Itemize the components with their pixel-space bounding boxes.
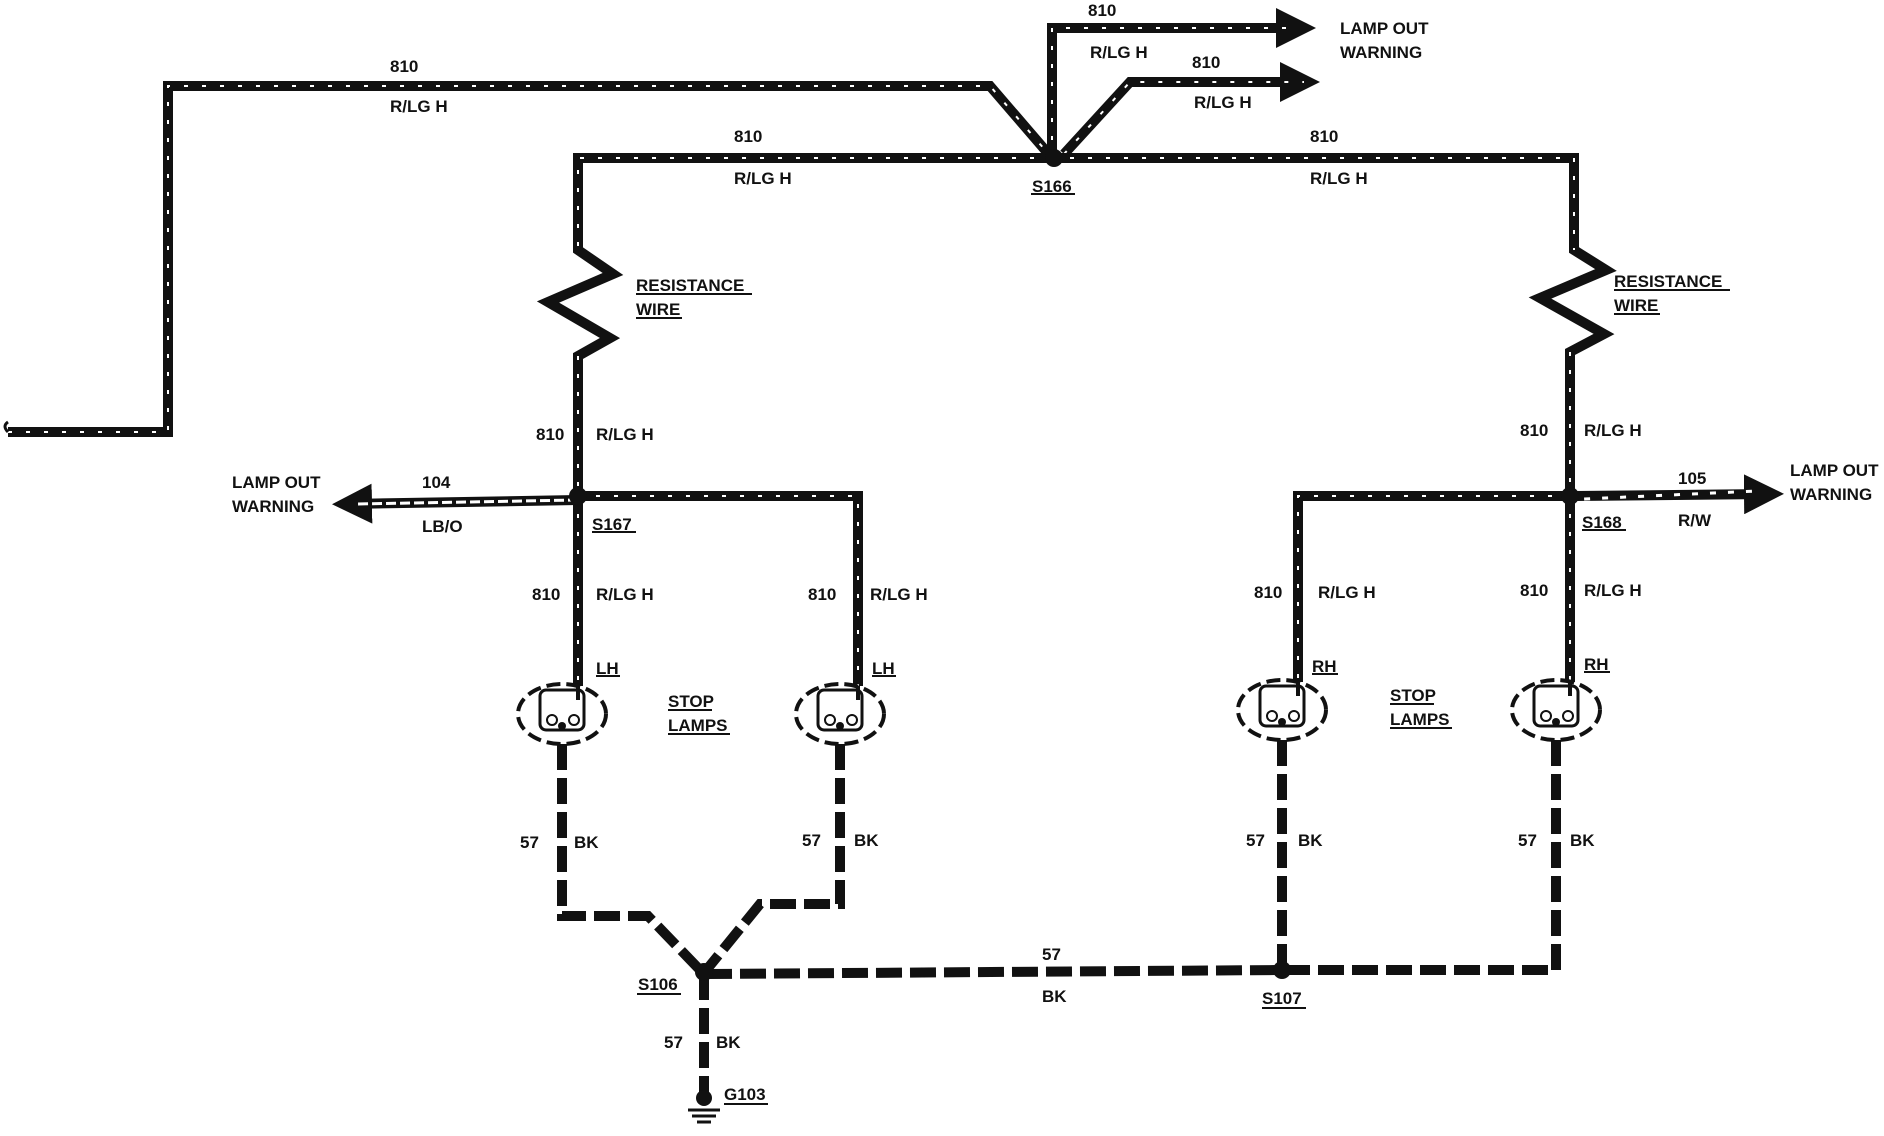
wire-810-feed xyxy=(3,81,1056,437)
circuit-57-label: 57 xyxy=(664,1033,683,1052)
stop-lamp-rh-inner xyxy=(1236,678,1328,742)
circuit-810-label: 810 xyxy=(532,585,560,604)
color-57-label: BK xyxy=(574,833,599,852)
resistance-rh-line1: RESISTANCE xyxy=(1614,272,1722,291)
wire-104 xyxy=(332,483,579,524)
circuit-810-label: 810 xyxy=(1520,581,1548,600)
color-810-label: R/LG H xyxy=(870,585,928,604)
color-810-label: R/LG H xyxy=(734,169,792,188)
circuit-810-label: 810 xyxy=(1192,53,1220,72)
warning-lh-line2: WARNING xyxy=(232,497,314,516)
resistance-rh-line2: WIRE xyxy=(1614,296,1658,315)
circuit-810-label: 810 xyxy=(536,425,564,444)
splice-s106-dot xyxy=(695,963,713,981)
splice-s106-label: S106 xyxy=(638,975,678,994)
splice-s168-dot xyxy=(1561,487,1579,505)
color-57-label: BK xyxy=(854,831,879,850)
circuit-810-label: 810 xyxy=(1254,583,1282,602)
color-810-label: R/LG H xyxy=(390,97,448,116)
wire-810-lh-branch xyxy=(573,491,863,686)
rh-label: RH xyxy=(1584,655,1609,674)
resistance-lh-line1: RESISTANCE xyxy=(636,276,744,295)
splice-s168-label: S168 xyxy=(1582,513,1622,532)
lh-label: LH xyxy=(596,659,619,678)
stop-lamp-lh-inner xyxy=(794,682,886,746)
color-810-label: R/LG H xyxy=(596,425,654,444)
color-810-label: R/LG H xyxy=(1090,43,1148,62)
circuit-810-label: 810 xyxy=(1520,421,1548,440)
wire-105 xyxy=(1575,474,1784,515)
splice-s107-label: S107 xyxy=(1262,989,1302,1008)
ground-g103-label: G103 xyxy=(724,1085,766,1104)
stop-lamp-rh-outer xyxy=(1510,678,1602,742)
splice-s107-dot xyxy=(1273,961,1291,979)
circuit-810-label: 810 xyxy=(734,127,762,146)
color-810-label: R/LG H xyxy=(1584,581,1642,600)
color-810-label: R/LG H xyxy=(1584,421,1642,440)
circuit-810-label: 810 xyxy=(390,57,418,76)
warning-rh-line2: WARNING xyxy=(1790,485,1872,504)
circuit-57-label: 57 xyxy=(520,833,539,852)
warning-top-line1: LAMP OUT xyxy=(1340,19,1429,38)
circuit-57-label: 57 xyxy=(1246,831,1265,850)
stop-lamps-lh-line2: LAMPS xyxy=(668,716,728,735)
circuit-104-label: 104 xyxy=(422,473,451,492)
color-57-label: BK xyxy=(1298,831,1323,850)
splice-s166-dot xyxy=(1045,149,1063,167)
splice-s167-dot xyxy=(569,487,587,505)
rh-label: RH xyxy=(1312,657,1337,676)
circuit-57-label: 57 xyxy=(1042,945,1061,964)
color-810-label: R/LG H xyxy=(1194,93,1252,112)
stop-lamps-lh-line1: STOP xyxy=(668,692,714,711)
stop-lamps-rh-line1: STOP xyxy=(1390,686,1436,705)
color-810-label: R/LG H xyxy=(1310,169,1368,188)
circuit-57-label: 57 xyxy=(1518,831,1537,850)
lh-label: LH xyxy=(872,659,895,678)
circuit-810-label: 810 xyxy=(1310,127,1338,146)
circuit-810-label: 810 xyxy=(1088,1,1116,20)
color-57-label: BK xyxy=(1570,831,1595,850)
circuit-57-label: 57 xyxy=(802,831,821,850)
ground-symbol xyxy=(688,1090,720,1124)
color-810-label: R/LG H xyxy=(596,585,654,604)
color-104-label: LB/O xyxy=(422,517,463,536)
wire-810-second-branch xyxy=(1060,62,1320,158)
circuit-810-label: 810 xyxy=(808,585,836,604)
stop-lamps-rh-line2: LAMPS xyxy=(1390,710,1450,729)
wire-57-ground xyxy=(557,740,1561,1098)
color-57-label: BK xyxy=(1042,987,1067,1006)
color-57-label: BK xyxy=(716,1033,741,1052)
splice-s167-label: S167 xyxy=(592,515,632,534)
color-810-label: R/LG H xyxy=(1318,583,1376,602)
warning-top-line2: WARNING xyxy=(1340,43,1422,62)
wire-810-rh-loop xyxy=(1052,153,1617,496)
wire-810-rh-branch xyxy=(1293,491,1575,682)
color-105-label: R/W xyxy=(1678,511,1712,530)
wire-810-top-branch xyxy=(1047,8,1316,158)
wire-810-lh-loop xyxy=(536,153,1052,496)
circuit-105-label: 105 xyxy=(1678,469,1706,488)
resistance-lh-line2: WIRE xyxy=(636,300,680,319)
warning-lh-line1: LAMP OUT xyxy=(232,473,321,492)
splice-s166-label: S166 xyxy=(1032,177,1072,196)
stop-lamp-lh-outer xyxy=(516,682,608,746)
warning-rh-line1: LAMP OUT xyxy=(1790,461,1879,480)
